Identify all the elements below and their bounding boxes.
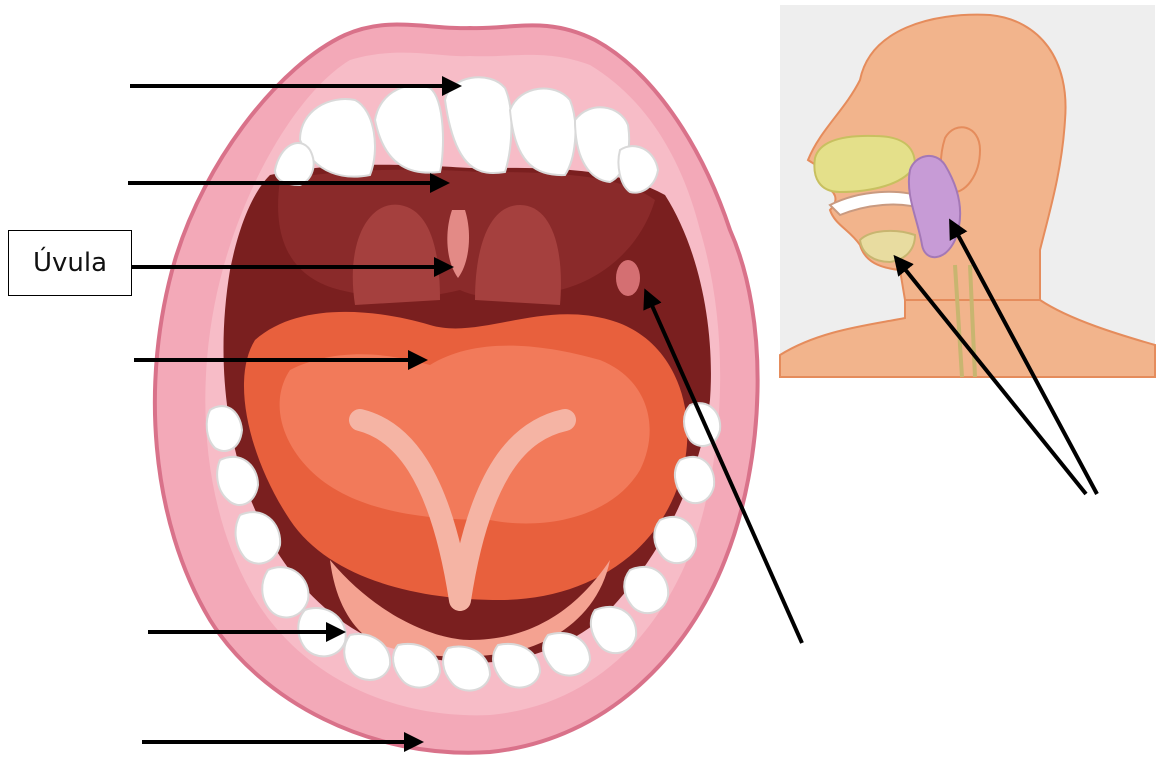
tonsil: [616, 260, 640, 296]
uvula-label: Úvula: [33, 248, 107, 278]
uvula-label-box: Úvula: [8, 230, 132, 296]
open-mouth-illustration: [155, 24, 758, 752]
head-profile-illustration: [780, 5, 1155, 377]
